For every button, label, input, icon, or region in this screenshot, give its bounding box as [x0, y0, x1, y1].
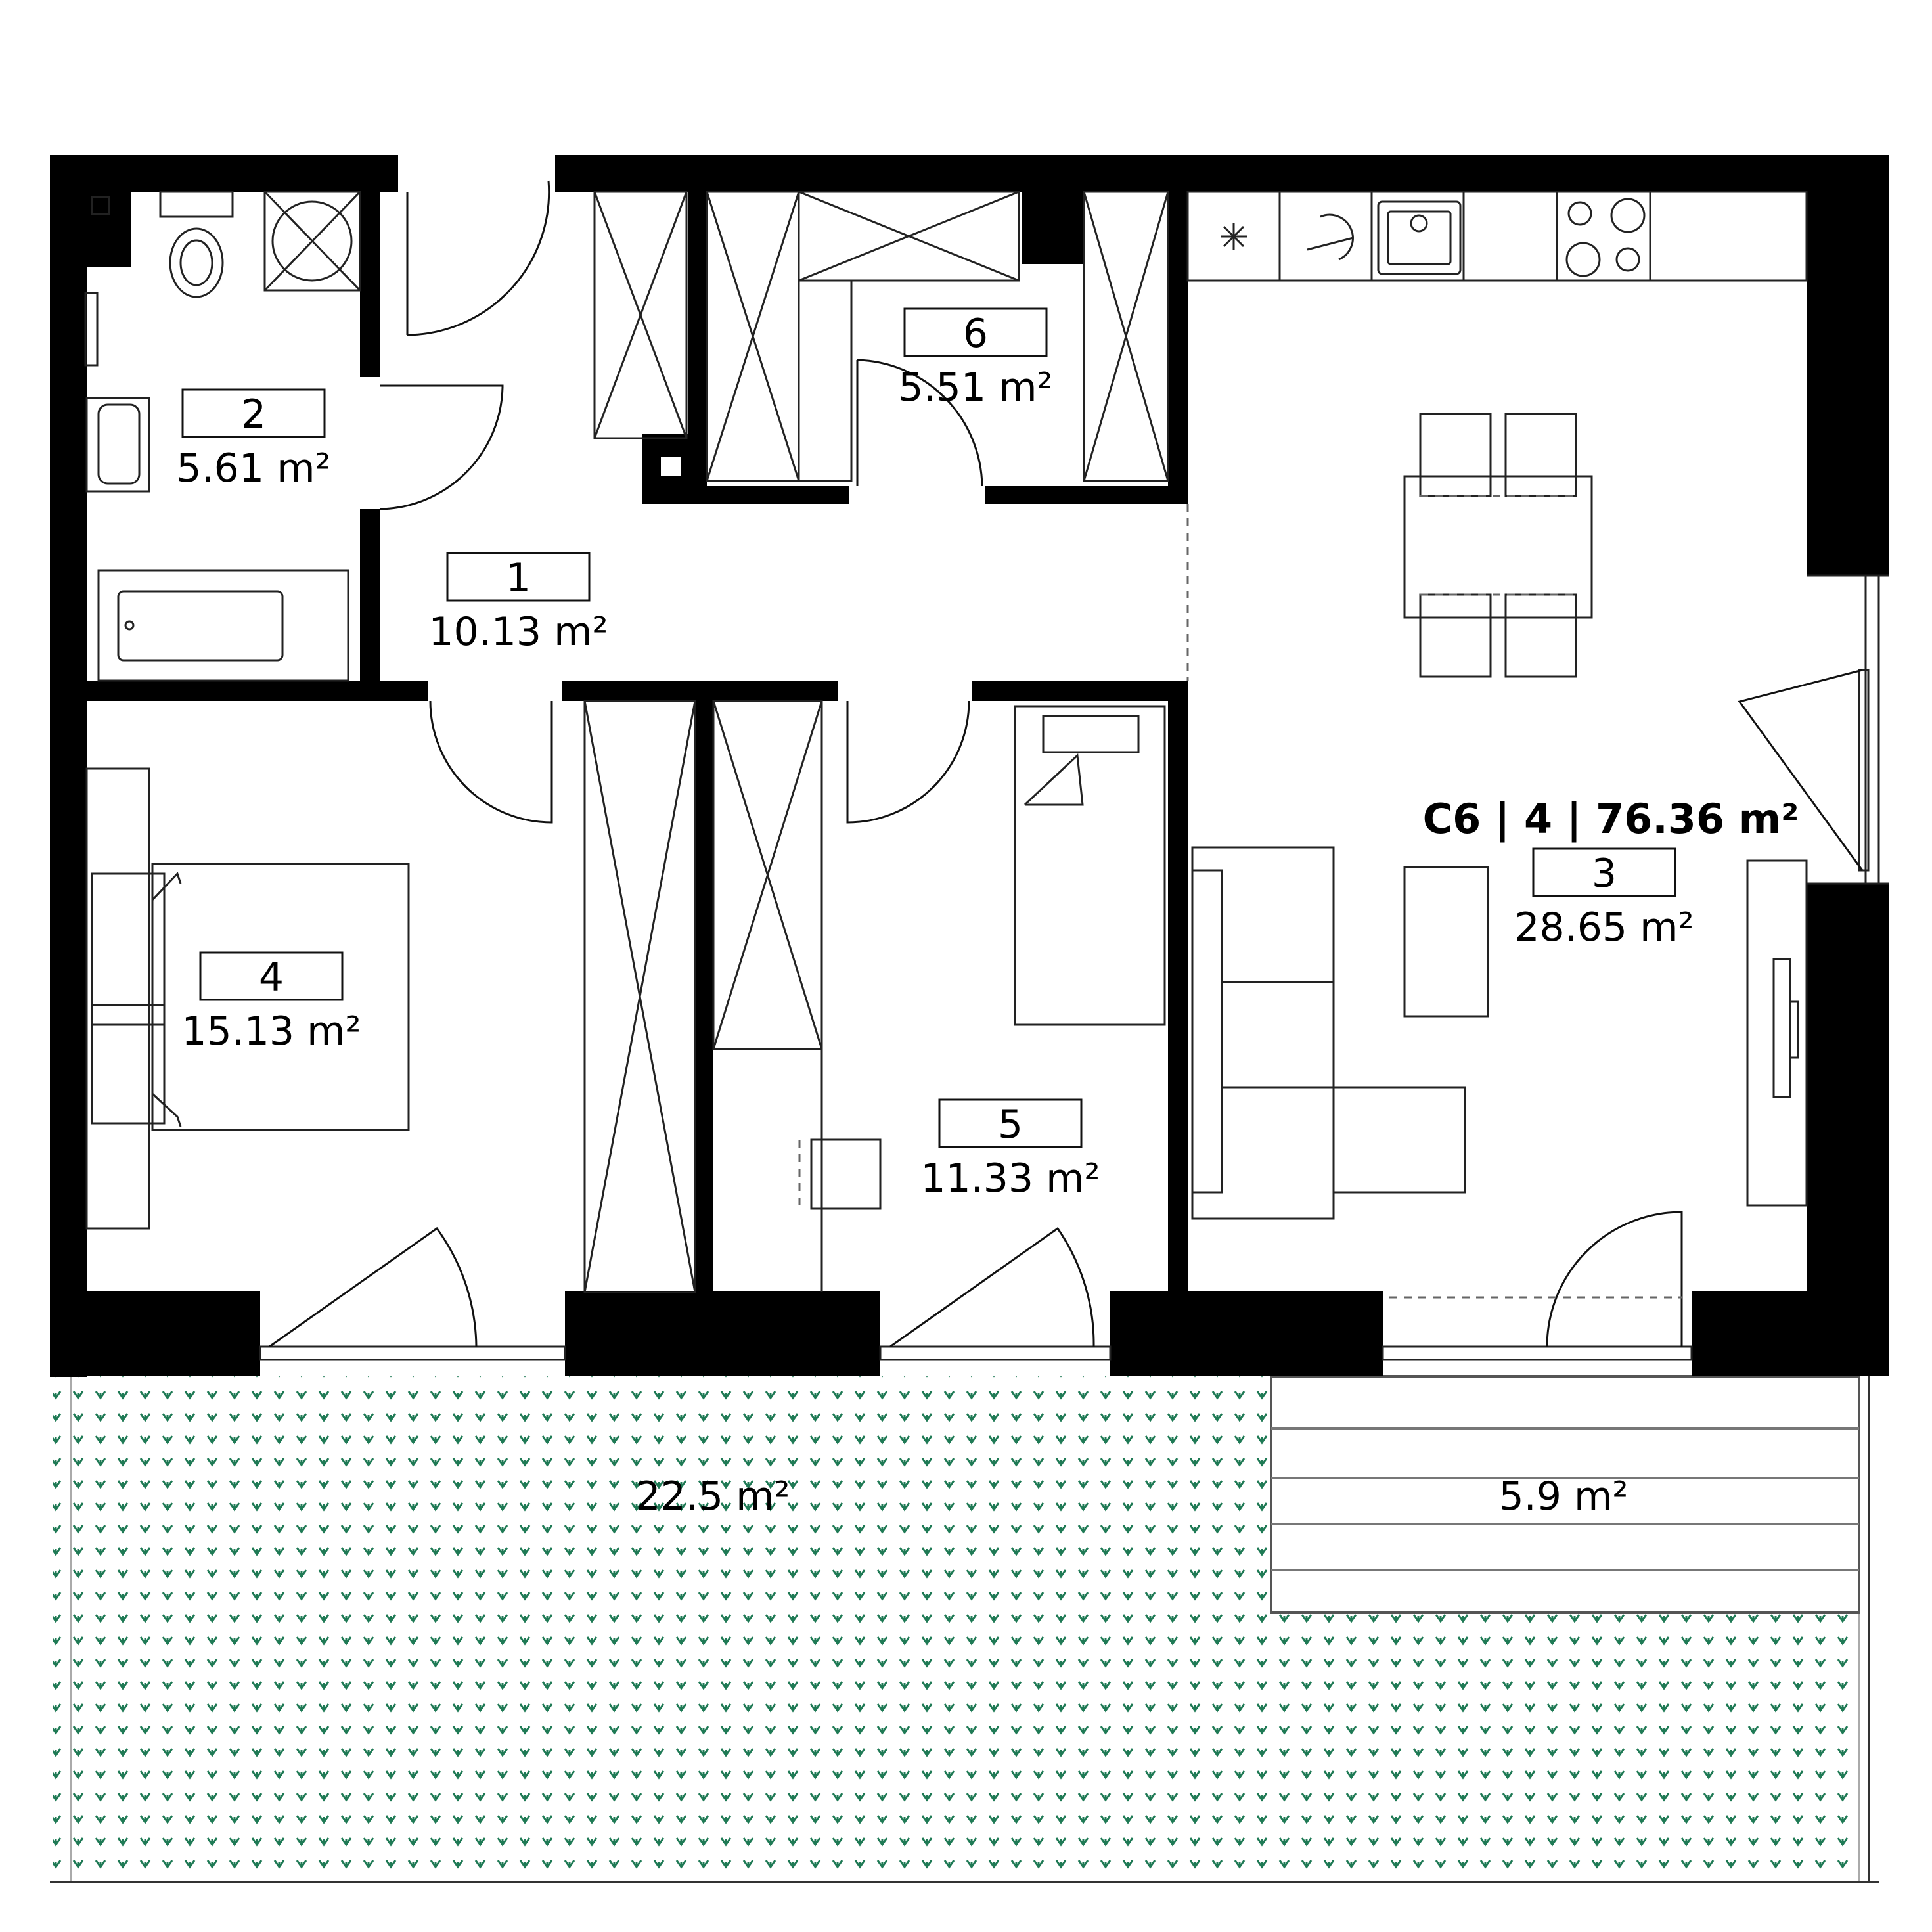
room-1-area: 10.13 m²	[428, 609, 608, 655]
sink-icon	[1377, 200, 1462, 275]
sink	[85, 397, 150, 493]
fridge-icon	[1221, 223, 1247, 250]
room-2-number: 2	[241, 392, 266, 438]
room-3-area: 28.65 m²	[1514, 905, 1694, 951]
apartment-title: C6 | 4 | 76.36 m²	[1423, 795, 1799, 843]
shower-vent	[263, 191, 361, 292]
tv-icon	[1772, 958, 1791, 1098]
tv-cabinet	[1746, 859, 1808, 1207]
terrace-area-label: 5.9 m²	[1499, 1473, 1629, 1519]
stove-icon	[1565, 198, 1646, 277]
exterior-walls	[50, 155, 1889, 1377]
toilet-tank	[159, 191, 234, 218]
pillow	[1042, 715, 1140, 753]
doors	[269, 180, 1864, 1348]
room-3-number: 3	[1592, 851, 1617, 897]
toilet-bowl	[169, 227, 224, 298]
kitchen-counter	[1186, 191, 1808, 282]
windows	[259, 574, 1889, 1361]
bathroom-fixtures	[84, 191, 361, 682]
room-2-area: 5.61 m²	[176, 445, 330, 491]
bedroom-small-furniture	[798, 705, 1166, 1210]
single-bed	[1014, 705, 1166, 1026]
room-4-area: 15.13 m²	[181, 1008, 361, 1054]
room-6-number: 6	[963, 311, 988, 357]
dishwasher-icon	[1307, 213, 1354, 261]
room-1-number: 1	[506, 555, 531, 601]
coffee-table	[1403, 866, 1489, 1018]
room-5-number: 5	[998, 1102, 1023, 1148]
garden-area-label: 22.5 m²	[635, 1473, 790, 1519]
desk	[810, 1138, 882, 1210]
wardrobes	[583, 191, 1169, 1293]
terrace	[1270, 1375, 1860, 1614]
interior-walls	[87, 192, 1188, 1299]
room-6-area: 5.51 m²	[898, 365, 1052, 411]
bathtub	[97, 569, 349, 682]
towel-rail	[84, 292, 99, 367]
bedroom-main-furniture	[85, 767, 410, 1230]
living-furniture	[1191, 846, 1808, 1220]
double-bed	[151, 863, 410, 1131]
room-label-boxes	[181, 307, 1676, 1148]
sofa	[1191, 846, 1335, 1220]
room-5-area: 11.33 m²	[920, 1156, 1100, 1202]
dining-table	[1403, 475, 1593, 619]
terrace-deck	[1270, 1375, 1860, 1614]
dining-set	[1403, 413, 1593, 678]
room-4-number: 4	[259, 955, 284, 1000]
